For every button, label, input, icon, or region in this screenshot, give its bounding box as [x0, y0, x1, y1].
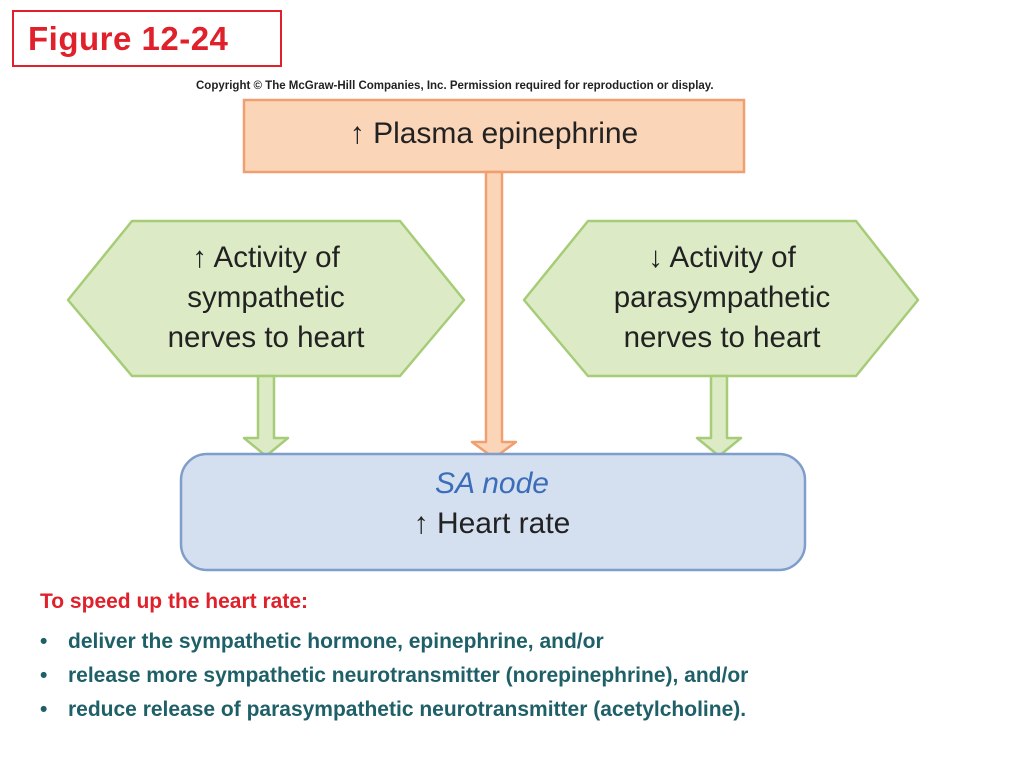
parasympathetic-line-3: nerves to heart: [623, 321, 821, 354]
list-item: • reduce release of parasympathetic neur…: [40, 693, 1020, 727]
parasympathetic-hexagon: [522, 219, 920, 378]
list-item: • deliver the sympathetic hormone, epine…: [40, 625, 1020, 659]
figure-label: Figure 12-24: [12, 10, 282, 67]
sa-node-box: [179, 452, 807, 572]
sa-node-label: SA node ↑ Heart rate: [182, 464, 802, 544]
epinephrine-arrow: [470, 170, 518, 460]
bullet-text: deliver the sympathetic hormone, epineph…: [68, 630, 604, 653]
bullet-text: release more sympathetic neurotransmitte…: [68, 664, 749, 687]
notes-section: To speed up the heart rate: • deliver th…: [40, 588, 1020, 727]
parasympathetic-line-1: ↓ Activity of: [648, 241, 796, 274]
parasympathetic-label: ↓ Activity of parasympathetic nerves to …: [552, 238, 892, 358]
bullet-text: reduce release of parasympathetic neurot…: [68, 698, 747, 721]
bullet-list: • deliver the sympathetic hormone, epine…: [40, 625, 1020, 727]
sa-node-title: SA node: [435, 467, 549, 500]
sympathetic-line-2: sympathetic: [187, 281, 345, 314]
sympathetic-label: ↑ Activity of sympathetic nerves to hear…: [96, 238, 436, 358]
bullet-icon: •: [40, 664, 48, 687]
plasma-epinephrine-label: ↑ Plasma epinephrine: [349, 117, 639, 150]
sympathetic-hexagon: [66, 219, 466, 378]
bullet-icon: •: [40, 630, 48, 653]
notes-heading: To speed up the heart rate:: [40, 590, 308, 613]
parasympathetic-arrow: [695, 374, 743, 458]
bullet-icon: •: [40, 698, 48, 721]
parasympathetic-line-2: parasympathetic: [613, 281, 831, 314]
sympathetic-arrow: [242, 374, 290, 458]
heart-rate-label: ↑ Heart rate: [413, 507, 571, 540]
list-item: • release more sympathetic neurotransmit…: [40, 659, 1020, 693]
copyright-notice: Copyright © The McGraw-Hill Companies, I…: [196, 80, 714, 92]
sympathetic-line-3: nerves to heart: [167, 321, 365, 354]
sympathetic-line-1: ↑ Activity of: [192, 241, 340, 274]
